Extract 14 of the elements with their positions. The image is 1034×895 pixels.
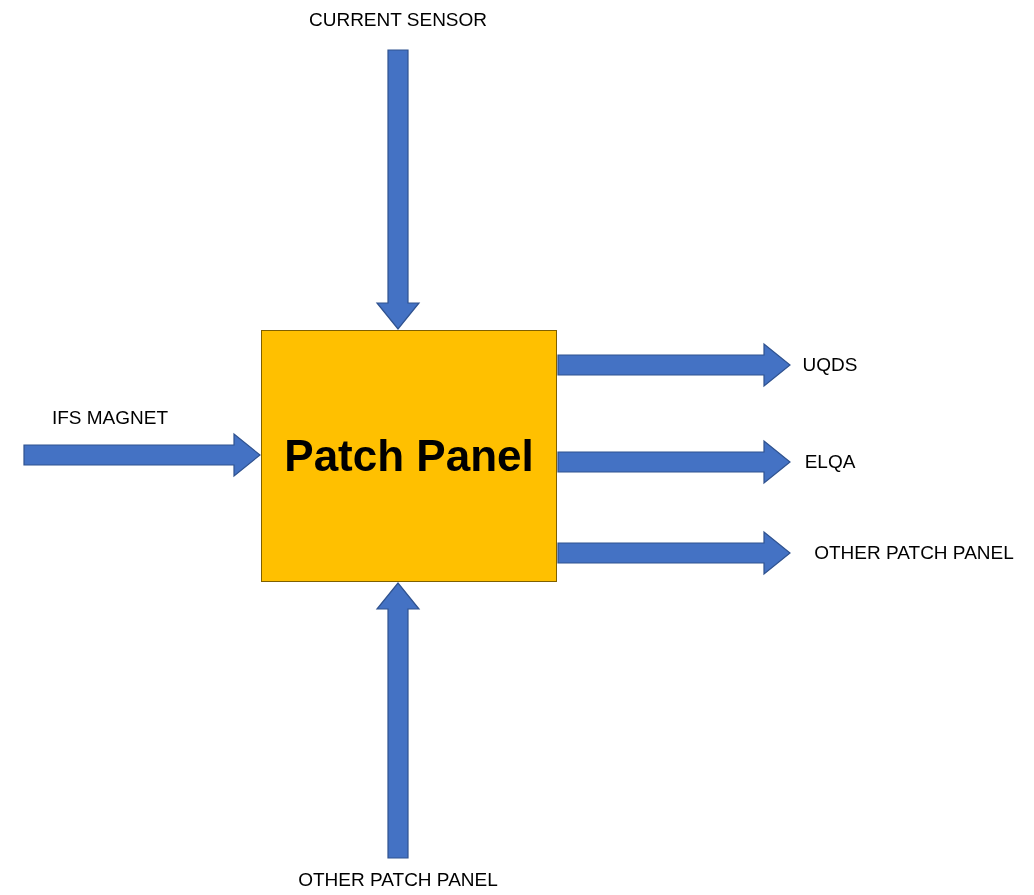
node-label: CURRENT SENSOR [308, 9, 488, 31]
block-arrow [375, 582, 421, 859]
block-arrow [557, 342, 791, 388]
process-box [261, 330, 557, 582]
block-arrow [557, 530, 791, 576]
box-title: Patch Panel [284, 431, 534, 481]
node-label: OTHER PATCH PANEL [814, 542, 1014, 564]
node-label: UQDS [802, 354, 858, 376]
node-label: ELQA [804, 451, 856, 473]
block-arrow [375, 49, 421, 330]
node-label: OTHER PATCH PANEL [298, 868, 498, 891]
block-arrow [23, 432, 261, 478]
node-label: IFS MAGNET [51, 407, 169, 429]
block-arrow [557, 439, 791, 485]
